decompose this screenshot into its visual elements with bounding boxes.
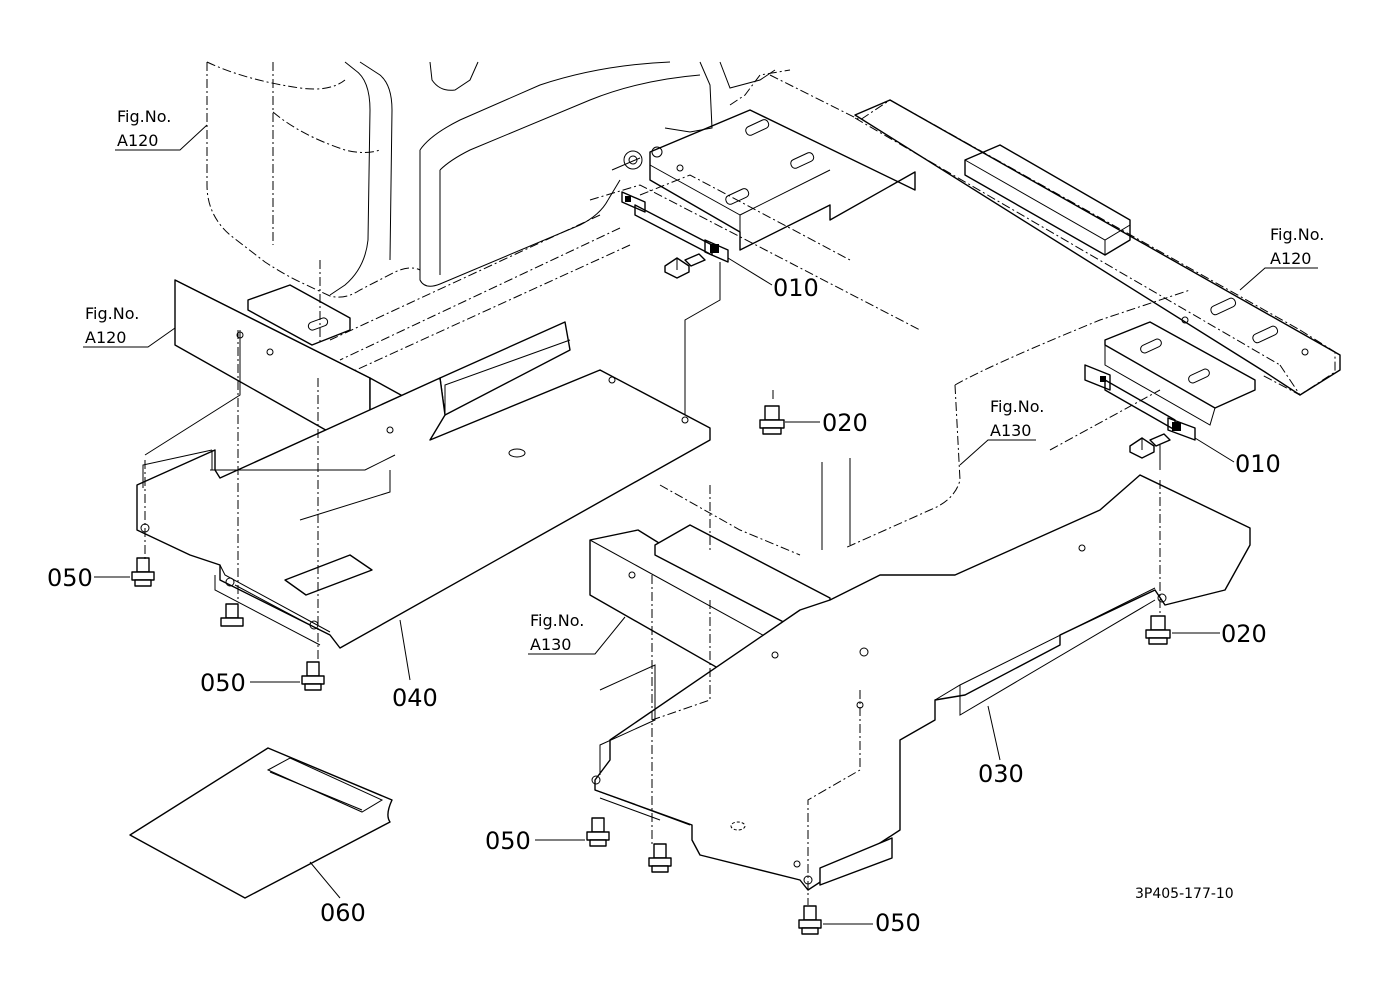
sheet-060 bbox=[129, 747, 393, 899]
part-number: 010 bbox=[773, 274, 819, 302]
fig-ref-line1: Fig.No. bbox=[117, 107, 171, 126]
part-number: 040 bbox=[392, 684, 438, 712]
fig-ref-a130-center: Fig.No. A130 bbox=[959, 397, 1044, 466]
bolts bbox=[131, 253, 1171, 935]
part-number: 060 bbox=[320, 899, 366, 927]
fig-ref-a120-right: Fig.No. A120 bbox=[1239, 225, 1324, 291]
callout-020-right: 020 bbox=[1172, 620, 1267, 648]
callout-050-c: 050 bbox=[200, 669, 300, 697]
fig-ref-a120-left: Fig.No. A120 bbox=[83, 304, 176, 348]
callout-050-f: 050 bbox=[823, 909, 921, 937]
fig-ref-line1: Fig.No. bbox=[85, 304, 139, 323]
bolt-050-f bbox=[798, 905, 822, 935]
bolt-050-e bbox=[648, 843, 672, 873]
part-number: 050 bbox=[875, 909, 921, 937]
engine-outline bbox=[206, 61, 791, 298]
fig-ref-a130-lower: Fig.No. A130 bbox=[528, 611, 626, 655]
fig-ref-line1: Fig.No. bbox=[990, 397, 1044, 416]
callout-050-d: 050 bbox=[485, 827, 585, 855]
part-number: 050 bbox=[200, 669, 246, 697]
callout-050-a: 050 bbox=[47, 564, 130, 592]
bolt-020-right bbox=[1145, 615, 1171, 645]
clamp-010-left bbox=[621, 191, 729, 263]
fig-ref-line1: Fig.No. bbox=[530, 611, 584, 630]
bolt-050-b bbox=[220, 603, 244, 627]
part-number: 020 bbox=[822, 409, 868, 437]
callout-010-left: 010 bbox=[727, 257, 819, 302]
alignment-lines bbox=[144, 260, 1161, 905]
right-frame-beam bbox=[854, 99, 1341, 396]
callout-020-left: 020 bbox=[785, 409, 868, 437]
clamp-010-right bbox=[1084, 364, 1196, 441]
callout-010-right: 010 bbox=[1194, 437, 1281, 478]
fig-ref-line2: A120 bbox=[85, 328, 126, 347]
callout-060: 060 bbox=[309, 861, 366, 927]
callout-040: 040 bbox=[392, 619, 438, 712]
bolt-050-c bbox=[301, 661, 325, 691]
right-lower-bracket bbox=[1104, 321, 1256, 426]
bolt-020-left bbox=[759, 405, 785, 435]
fig-ref-a120-top: Fig.No. A120 bbox=[115, 107, 208, 151]
bolt-010-left bbox=[664, 253, 706, 279]
bolt-010-right bbox=[1129, 433, 1171, 459]
fig-ref-line2: A130 bbox=[530, 635, 571, 654]
fig-ref-line2: A130 bbox=[990, 421, 1031, 440]
fig-ref-line2: A120 bbox=[117, 131, 158, 150]
part-number: 020 bbox=[1221, 620, 1267, 648]
part-number: 030 bbox=[978, 760, 1024, 788]
left-under-cover-040 bbox=[136, 279, 711, 649]
bolt-050-d bbox=[586, 817, 610, 847]
frame-rail-outline bbox=[329, 74, 1336, 556]
drawing-code: 3P405-177-10 bbox=[1135, 886, 1234, 902]
part-number: 050 bbox=[47, 564, 93, 592]
callout-030: 030 bbox=[978, 705, 1024, 788]
part-number: 010 bbox=[1235, 450, 1281, 478]
upper-left-bracket bbox=[649, 109, 916, 251]
fig-ref-line2: A120 bbox=[1270, 249, 1311, 268]
part-number: 050 bbox=[485, 827, 531, 855]
fig-ref-line1: Fig.No. bbox=[1270, 225, 1324, 244]
bolt-050-a bbox=[131, 557, 155, 587]
right-under-cover-030 bbox=[589, 474, 1251, 891]
